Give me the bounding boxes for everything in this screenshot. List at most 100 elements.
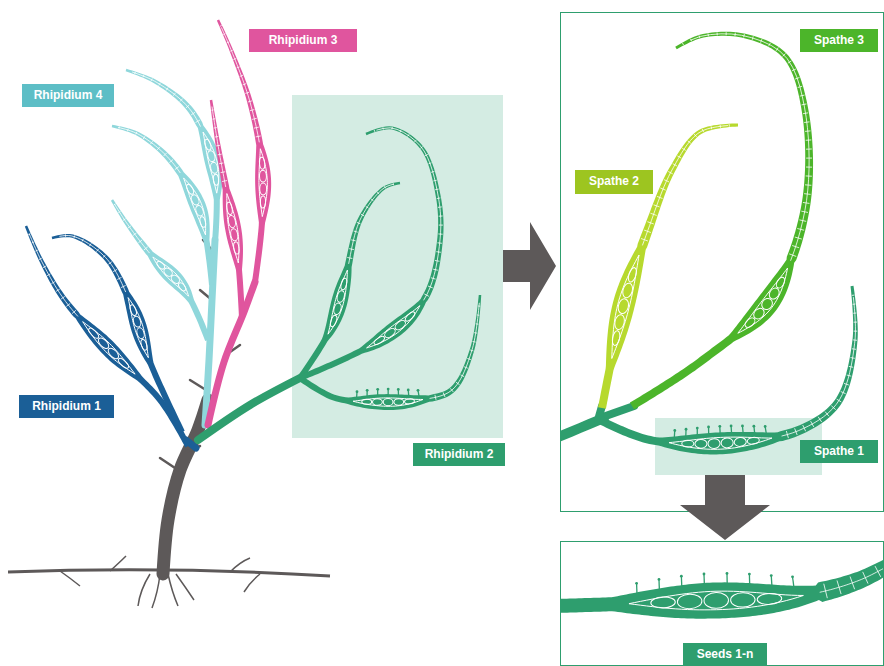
- seed: [259, 157, 265, 169]
- seed: [404, 398, 414, 404]
- seed: [340, 278, 348, 291]
- seed: [97, 336, 111, 350]
- cell-line: [431, 278, 436, 279]
- cell-line: [853, 313, 856, 314]
- cell-line: [438, 233, 442, 234]
- cell-line: [664, 180, 669, 182]
- hair: [685, 428, 688, 431]
- cell-line: [166, 88, 168, 91]
- cell-line: [847, 375, 852, 376]
- pod-outline: [367, 306, 420, 348]
- cell-line: [103, 255, 106, 258]
- spathe-body: [598, 124, 738, 409]
- cell-line: [647, 222, 653, 224]
- cell-line: [382, 127, 383, 129]
- spathe-drawing: [298, 182, 401, 380]
- cell-line: [252, 118, 257, 119]
- cell-line: [699, 35, 701, 38]
- hair: [726, 572, 729, 575]
- cell-line: [844, 383, 849, 385]
- cell-line: [143, 136, 145, 139]
- cell-line: [792, 69, 796, 71]
- part-label: Spathe 3: [800, 29, 878, 52]
- cell-line: [805, 130, 810, 132]
- label-text: Rhipidium 3: [269, 33, 338, 47]
- zoom-arrow: [503, 222, 556, 310]
- hair: [387, 388, 390, 391]
- cell-line: [248, 101, 252, 102]
- pod-outline: [629, 591, 803, 610]
- seed: [260, 196, 266, 208]
- cell-line: [803, 425, 806, 431]
- cell-line: [415, 140, 417, 142]
- cell-line: [805, 184, 811, 185]
- label-text: Seeds 1-n: [697, 647, 754, 661]
- cell-line: [384, 186, 385, 188]
- seed: [775, 276, 787, 290]
- cell-line: [56, 289, 60, 291]
- spathe-body: [298, 295, 481, 410]
- seed: [617, 298, 630, 315]
- pod-outline: [328, 270, 347, 334]
- root: [244, 574, 260, 592]
- cell-line: [47, 274, 50, 276]
- cell-line: [801, 211, 808, 212]
- cell-line: [28, 233, 30, 235]
- cell-line: [677, 156, 681, 158]
- cell-line: [798, 86, 803, 87]
- seed: [140, 339, 148, 351]
- cell-line: [850, 577, 855, 590]
- cell-line: [743, 34, 745, 37]
- cell-line: [29, 234, 78, 317]
- cell-line: [806, 148, 812, 149]
- cell-line: [818, 417, 822, 422]
- cell-line: [221, 171, 226, 173]
- cell-line: [428, 286, 433, 288]
- cell-line: [476, 323, 479, 324]
- pod-outline: [259, 149, 267, 217]
- cell-line: [668, 172, 673, 174]
- trunk: [163, 400, 208, 574]
- cell-line: [61, 296, 65, 299]
- part-label: Spathe 2: [575, 170, 653, 194]
- zoom-panel: [561, 13, 884, 512]
- cell-line: [430, 303, 480, 399]
- cell-line: [113, 269, 117, 271]
- cell-line: [219, 162, 223, 164]
- cell-line: [133, 233, 136, 235]
- cell-line: [361, 214, 364, 216]
- seed: [129, 304, 138, 316]
- cell-line: [144, 247, 148, 250]
- cell-line: [702, 129, 703, 132]
- seed: [627, 267, 638, 283]
- spathe-drawing: [210, 100, 245, 318]
- cell-line: [729, 124, 730, 127]
- part-label: Rhipidium 1: [19, 395, 114, 418]
- seed: [757, 593, 782, 605]
- hair: [417, 389, 420, 392]
- cell-line: [438, 206, 442, 207]
- cell-line: [657, 196, 663, 198]
- cell-line: [783, 54, 786, 57]
- label-text: Spathe 1: [814, 444, 864, 458]
- cell-line: [644, 230, 651, 232]
- cell-line: [371, 199, 373, 201]
- spathe-drawing: [598, 124, 738, 409]
- cell-line: [849, 366, 854, 368]
- cell-line: [752, 36, 753, 39]
- seed: [695, 439, 707, 448]
- cell-line: [376, 128, 440, 300]
- cell-line: [66, 303, 70, 306]
- seed: [651, 597, 676, 609]
- root: [138, 574, 150, 606]
- cell-line: [875, 566, 881, 577]
- cell-line: [65, 234, 66, 236]
- label-text: Rhipidium 1: [32, 399, 101, 413]
- root: [110, 556, 126, 571]
- cell-line: [853, 339, 857, 340]
- spathe-drawing: [126, 69, 223, 242]
- cell-line: [89, 243, 91, 246]
- seed: [734, 437, 747, 447]
- hair: [407, 389, 410, 392]
- cell-line: [854, 331, 858, 332]
